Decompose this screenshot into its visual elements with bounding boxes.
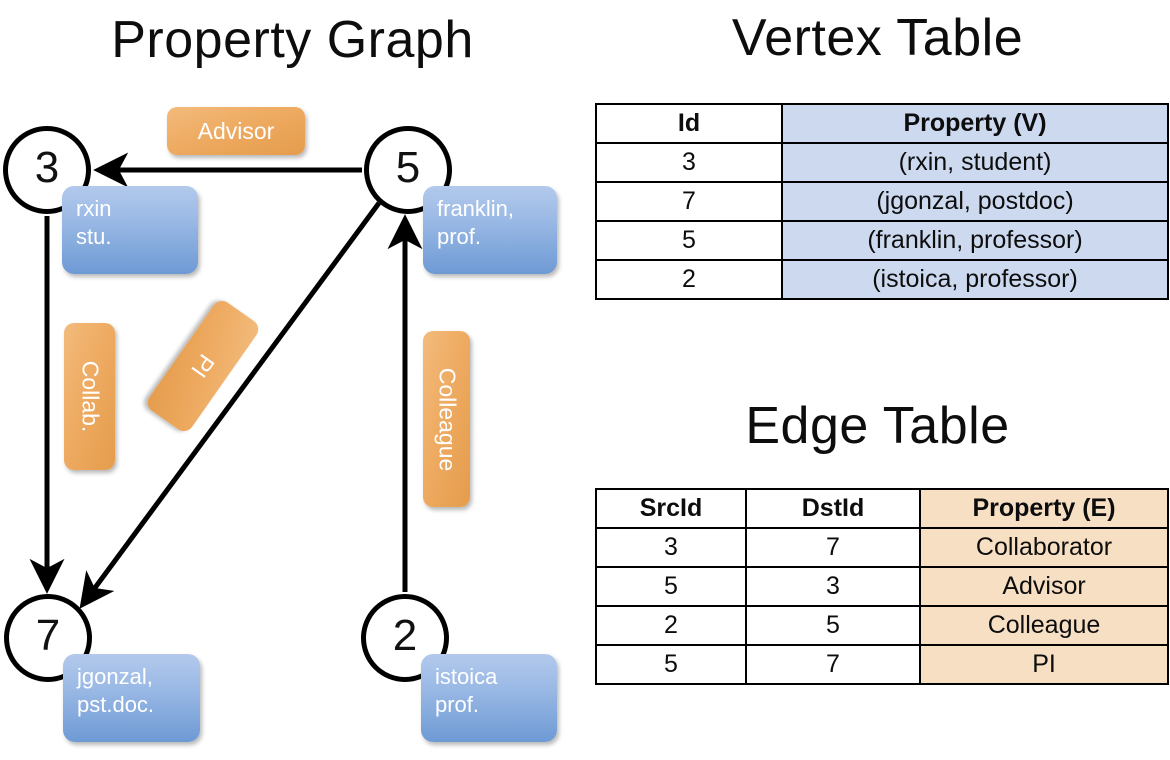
table-row: 3 (rxin, student) <box>595 142 1169 183</box>
table-row: 5 (franklin, professor) <box>595 220 1169 261</box>
edge-row-0-src: 3 <box>595 527 747 568</box>
edge-label-collab-text: Collab. <box>77 360 104 433</box>
edge-label-pi-text: PI <box>186 349 221 383</box>
vertex-table-header-id: Id <box>595 103 783 144</box>
graph-node-3-property-box: rxin stu. <box>62 186 198 274</box>
graph-node-7-id: 7 <box>35 611 61 660</box>
graph-node-2-property-line2: prof. <box>435 691 480 717</box>
edge-row-3-src: 5 <box>595 644 747 685</box>
edge-label-collab: Collab. <box>64 323 115 470</box>
graph-node-5-property-box: franklin, prof. <box>423 186 557 274</box>
vertex-table-header-row: Id Property (V) <box>595 103 1169 144</box>
vertex-table: Id Property (V) 3 (rxin, student) 7 (jgo… <box>595 103 1169 300</box>
graph-node-7-property-line2: pst.doc. <box>77 691 155 717</box>
graph-edges-svg <box>29 152 423 609</box>
edge-row-2-dst: 5 <box>745 605 921 646</box>
graph-node-2-id: 2 <box>392 611 418 660</box>
graph-node-5[interactable]: 5 <box>364 126 452 214</box>
vertex-row-3-id: 2 <box>595 259 783 300</box>
edge-row-0-property: Collaborator <box>919 527 1169 568</box>
graph-node-2-property-line1: istoica <box>435 664 498 689</box>
edge-table-header-row: SrcId DstId Property (E) <box>595 488 1169 529</box>
vertex-row-1-id: 7 <box>595 181 783 222</box>
edge-table-header-property: Property (E) <box>919 488 1169 529</box>
edge-label-advisor-text: Advisor <box>197 117 275 144</box>
graph-node-7-property-box: jgonzal, pst.doc. <box>63 654 200 742</box>
edge-row-3-dst: 7 <box>745 644 921 685</box>
edge-row-3-property: PI <box>919 644 1169 685</box>
table-row: 2 5 Colleague <box>595 605 1169 646</box>
vertex-row-0-property: (rxin, student) <box>781 142 1169 183</box>
graph-node-5-property-line2: prof. <box>437 223 482 249</box>
graph-node-3-id: 3 <box>34 143 60 192</box>
graph-node-3-property-line2: stu. <box>76 223 112 249</box>
edge-table-header-dstid: DstId <box>745 488 921 529</box>
page-title-edge-table: Edge Table <box>745 397 1010 455</box>
vertex-row-2-property: (franklin, professor) <box>781 220 1169 261</box>
table-row: 7 (jgonzal, postdoc) <box>595 181 1169 222</box>
graph-node-5-property-line1: franklin, <box>437 196 515 221</box>
graph-node-2[interactable]: 2 <box>361 594 449 682</box>
graph-node-2-property-box: istoica prof. <box>421 654 557 742</box>
edge-row-0-dst: 7 <box>745 527 921 568</box>
edge-5-to-7-pi <box>79 201 382 609</box>
graph-node-5-id: 5 <box>395 143 421 192</box>
vertex-row-1-property: (jgonzal, postdoc) <box>781 181 1169 222</box>
table-row: 3 7 Collaborator <box>595 527 1169 568</box>
vertex-row-2-id: 5 <box>595 220 783 261</box>
edge-label-colleague: Colleague <box>423 331 470 507</box>
graph-node-7-property-line1: jgonzal, <box>77 664 153 689</box>
graph-node-3-property-line1: rxin <box>76 196 112 221</box>
page-title-property-graph: Property Graph <box>111 11 474 69</box>
table-row: 5 3 Advisor <box>595 566 1169 607</box>
edge-row-2-property: Colleague <box>919 605 1169 646</box>
edge-row-1-src: 5 <box>595 566 747 607</box>
edge-row-2-src: 2 <box>595 605 747 646</box>
edge-label-colleague-text: Colleague <box>434 367 460 471</box>
table-row: 2 (istoica, professor) <box>595 259 1169 300</box>
edge-label-advisor: Advisor <box>167 107 305 155</box>
edge-table-header-srcid: SrcId <box>595 488 747 529</box>
edge-row-1-dst: 3 <box>745 566 921 607</box>
property-graph-diagram: Advisor Collab. PI Colleague 3 rxin stu.… <box>3 107 557 742</box>
page-title-vertex-table: Vertex Table <box>731 9 1024 67</box>
vertex-row-3-property: (istoica, professor) <box>781 259 1169 300</box>
edge-table: SrcId DstId Property (E) 3 7 Collaborato… <box>595 488 1169 685</box>
vertex-table-header-property: Property (V) <box>781 103 1169 144</box>
table-row: 5 7 PI <box>595 644 1169 685</box>
vertex-row-0-id: 3 <box>595 142 783 183</box>
edge-row-1-property: Advisor <box>919 566 1169 607</box>
